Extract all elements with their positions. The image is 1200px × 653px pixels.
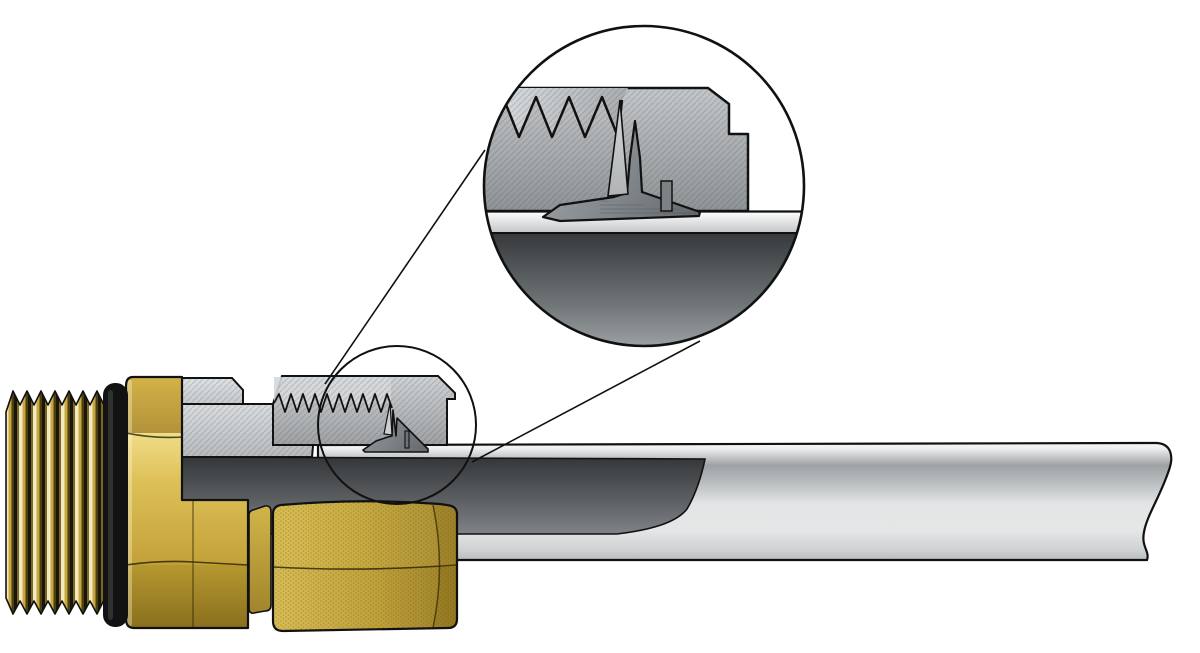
detail-tube-wall <box>484 233 804 346</box>
nut-facet-line <box>273 564 457 570</box>
nut-back-flange <box>248 505 272 614</box>
nut-section-hatch <box>273 376 455 445</box>
ferrule-bite-needle <box>383 402 393 436</box>
compression-nut-front <box>271 500 459 633</box>
nut-front-outline <box>271 500 459 633</box>
nut-knurl-texture <box>273 501 457 631</box>
male-pipe-thread <box>5 390 105 615</box>
detail-nut-hatch <box>484 88 748 211</box>
detail-ferrule-lip <box>660 180 673 212</box>
thread-ridges <box>5 390 105 615</box>
compression-nut-cutaway <box>272 375 456 453</box>
hex-facet-bottom <box>126 565 248 628</box>
nut-internal-threads <box>273 393 393 413</box>
nut-endcap-edge <box>432 504 441 629</box>
nut-endcap-shade <box>433 505 457 628</box>
detail-bite-needle <box>607 99 629 197</box>
o-ring-highlight <box>108 390 113 620</box>
ferrule <box>362 409 429 453</box>
callout-line-left <box>324 149 486 385</box>
o-ring <box>103 383 128 627</box>
magnifier-detail-view <box>482 24 806 348</box>
callout-source-circle <box>317 345 477 505</box>
ferrule-lip <box>404 430 410 449</box>
callout-line-right <box>471 340 701 463</box>
body-block-hatch <box>182 378 243 404</box>
o-ring-body <box>103 383 128 627</box>
magnifier-callout <box>317 149 701 505</box>
detail-internal-threads <box>484 95 624 139</box>
magnifier-outline <box>482 24 806 348</box>
